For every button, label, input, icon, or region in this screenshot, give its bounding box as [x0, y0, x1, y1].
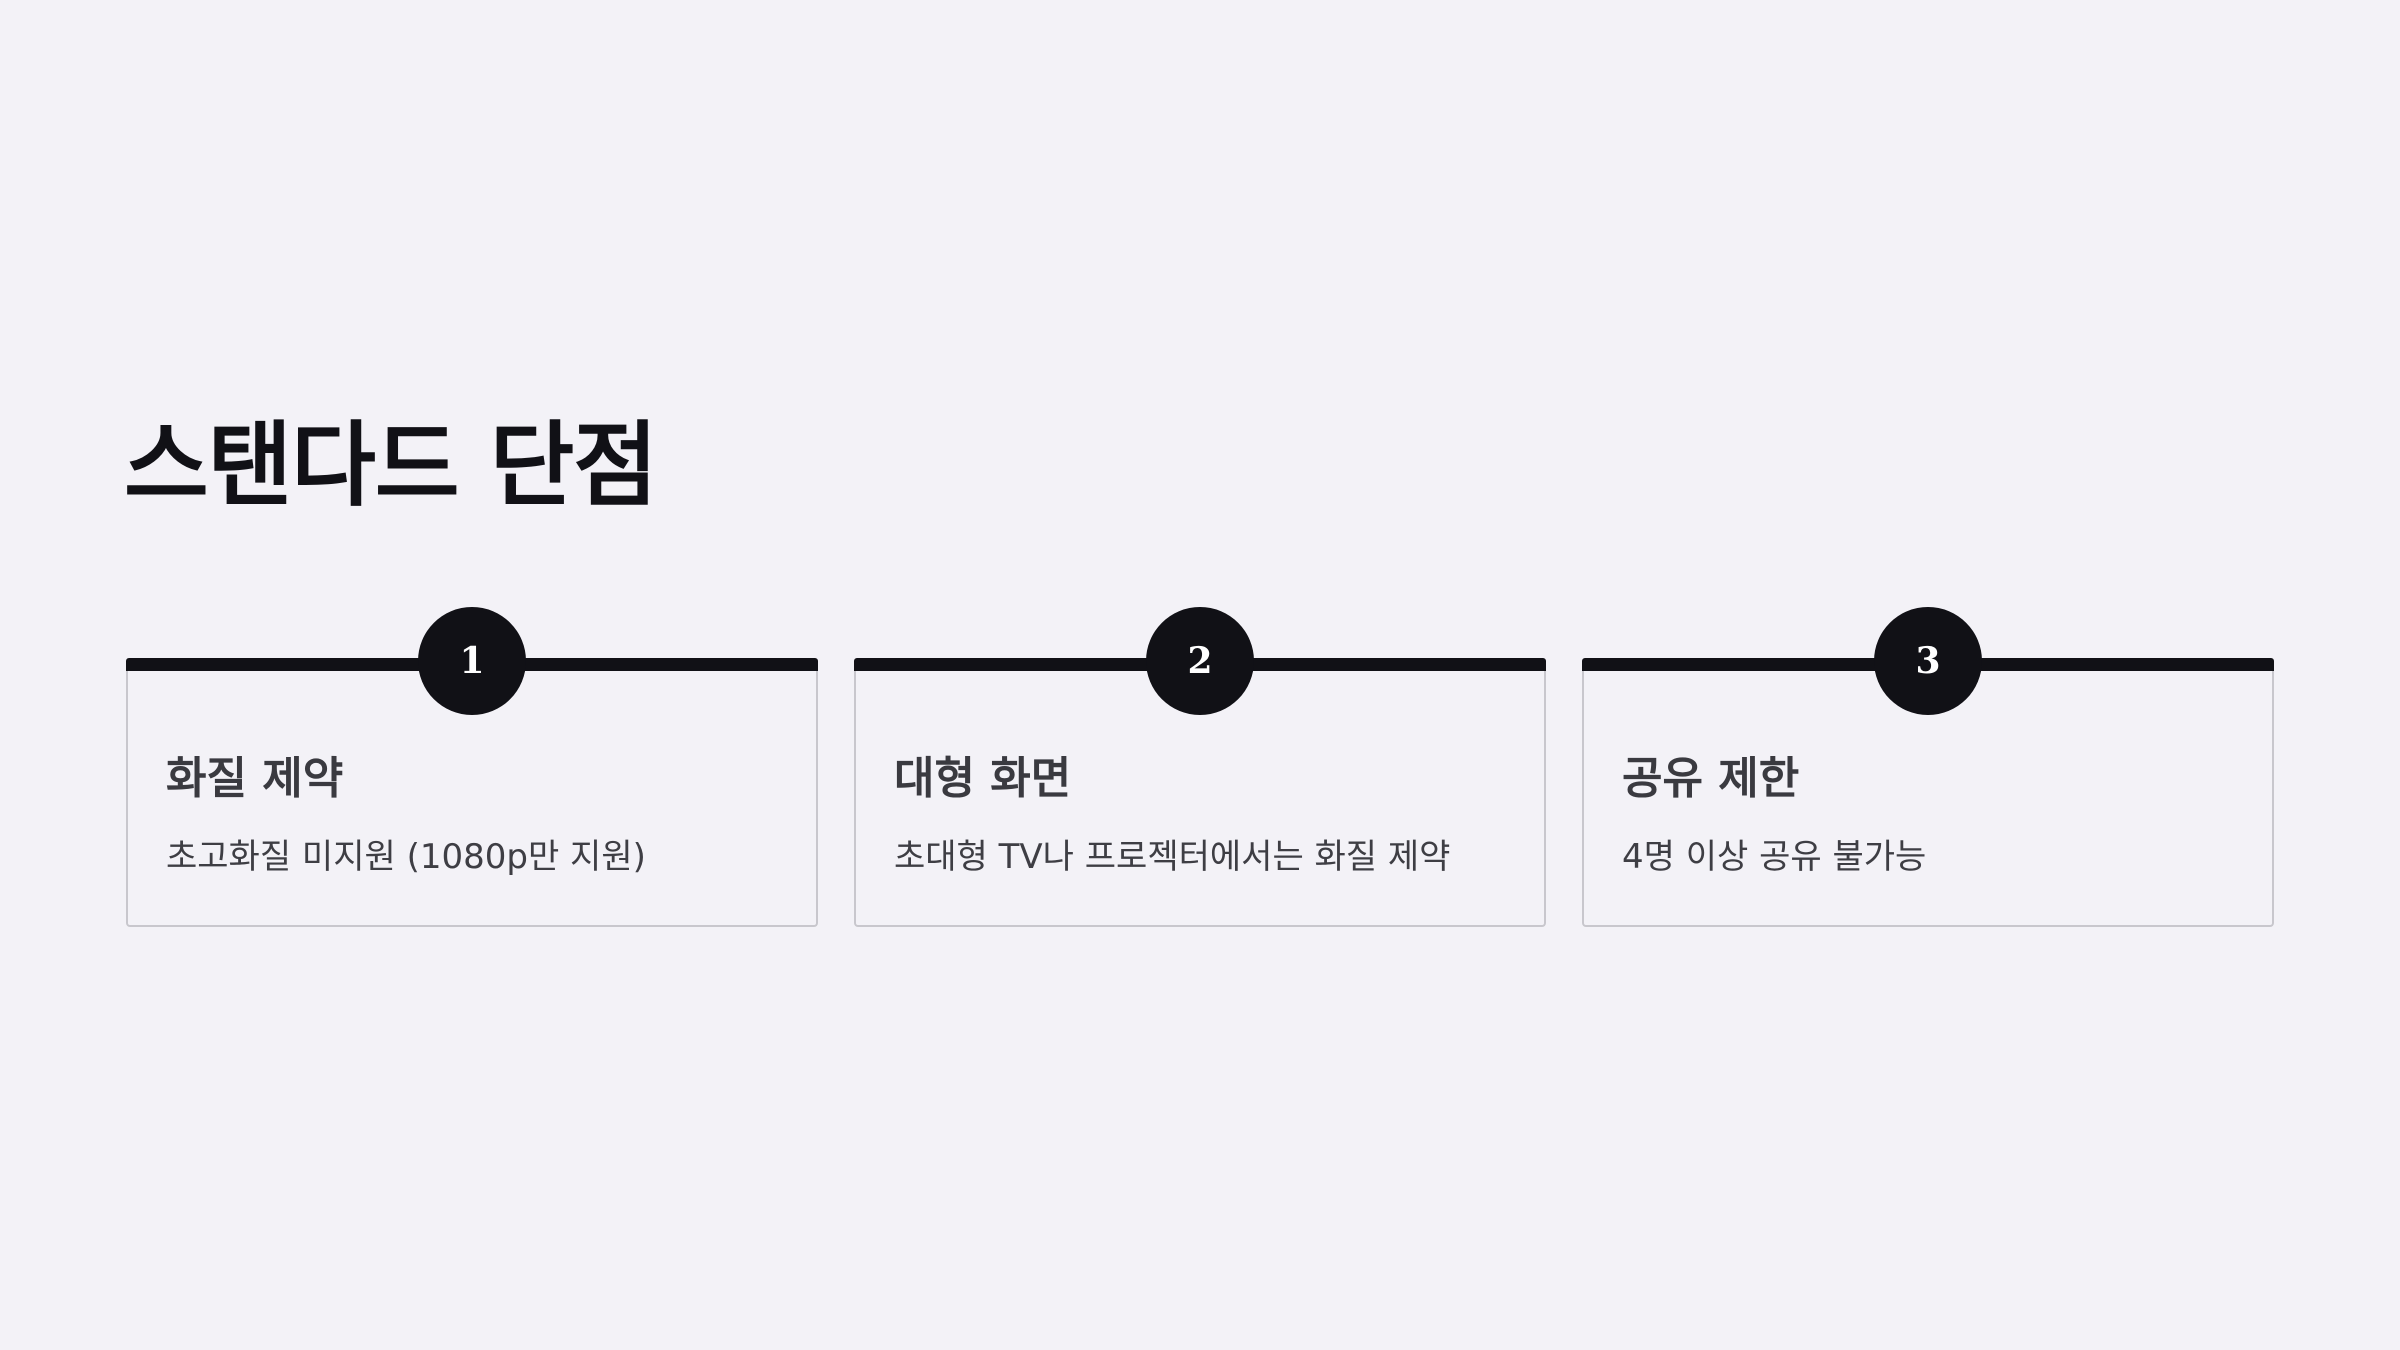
card-title: 공유 제한	[1622, 753, 1800, 804]
card-description: 초고화질 미지원 (1080p만 지원)	[166, 837, 646, 877]
number-badge: 1	[418, 607, 526, 715]
card-image-quality: 1 화질 제약 초고화질 미지원 (1080p만 지원)	[126, 607, 818, 927]
slide-title: 스탠다드 단점	[124, 412, 658, 519]
cards-row: 1 화질 제약 초고화질 미지원 (1080p만 지원) 2 대형 화면 초대형…	[126, 607, 2274, 927]
number-badge: 3	[1874, 607, 1982, 715]
card-sharing-limit: 3 공유 제한 4명 이상 공유 불가능	[1582, 607, 2274, 927]
card-description: 초대형 TV나 프로젝터에서는 화질 제약	[894, 837, 1451, 877]
card-box	[126, 671, 818, 927]
card-description: 4명 이상 공유 불가능	[1622, 837, 1927, 877]
card-title: 대형 화면	[894, 753, 1072, 804]
card-large-screen: 2 대형 화면 초대형 TV나 프로젝터에서는 화질 제약	[854, 607, 1546, 927]
card-title: 화질 제약	[166, 753, 344, 804]
number-badge: 2	[1146, 607, 1254, 715]
